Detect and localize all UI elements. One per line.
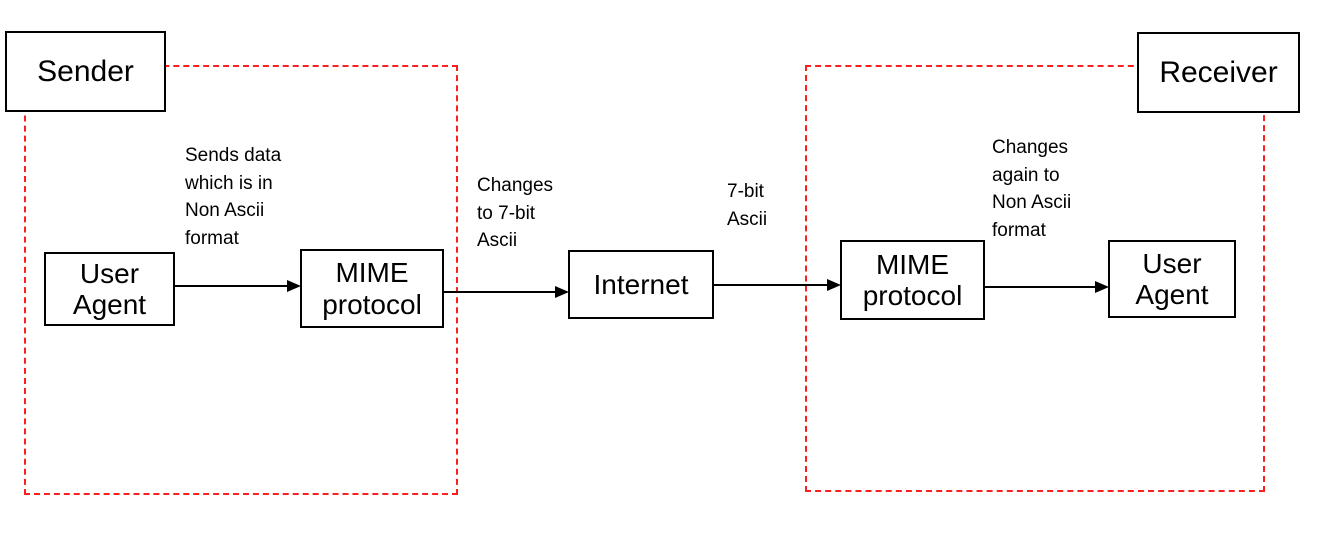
receiver-box: Receiver [1137, 32, 1300, 113]
user-agent-right-box: User Agent [1108, 240, 1236, 318]
sender-boundary [24, 65, 458, 495]
caption-7bit-ascii: 7-bit Ascii [727, 178, 768, 234]
caption-changes-to-7bit: Changes to 7-bit Ascii [477, 172, 554, 256]
arrow-internet-to-mime-right [714, 278, 841, 292]
caption-changes-to-non-ascii: Changes again to Non Ascii format [992, 134, 1072, 245]
receiver-boundary [805, 65, 1265, 492]
arrow-mime-left-to-internet [444, 285, 569, 299]
arrow-user-agent-left-to-mime-left [175, 279, 301, 293]
user-agent-left-box: User Agent [44, 252, 175, 326]
arrow-mime-right-to-user-agent-right [985, 280, 1109, 294]
caption-sends-data: Sends data which is in Non Ascii format [185, 142, 282, 253]
mime-protocol-right-box: MIME protocol [840, 240, 985, 320]
internet-box: Internet [568, 250, 714, 319]
sender-box: Sender [5, 31, 166, 112]
mime-protocol-left-box: MIME protocol [300, 249, 444, 328]
